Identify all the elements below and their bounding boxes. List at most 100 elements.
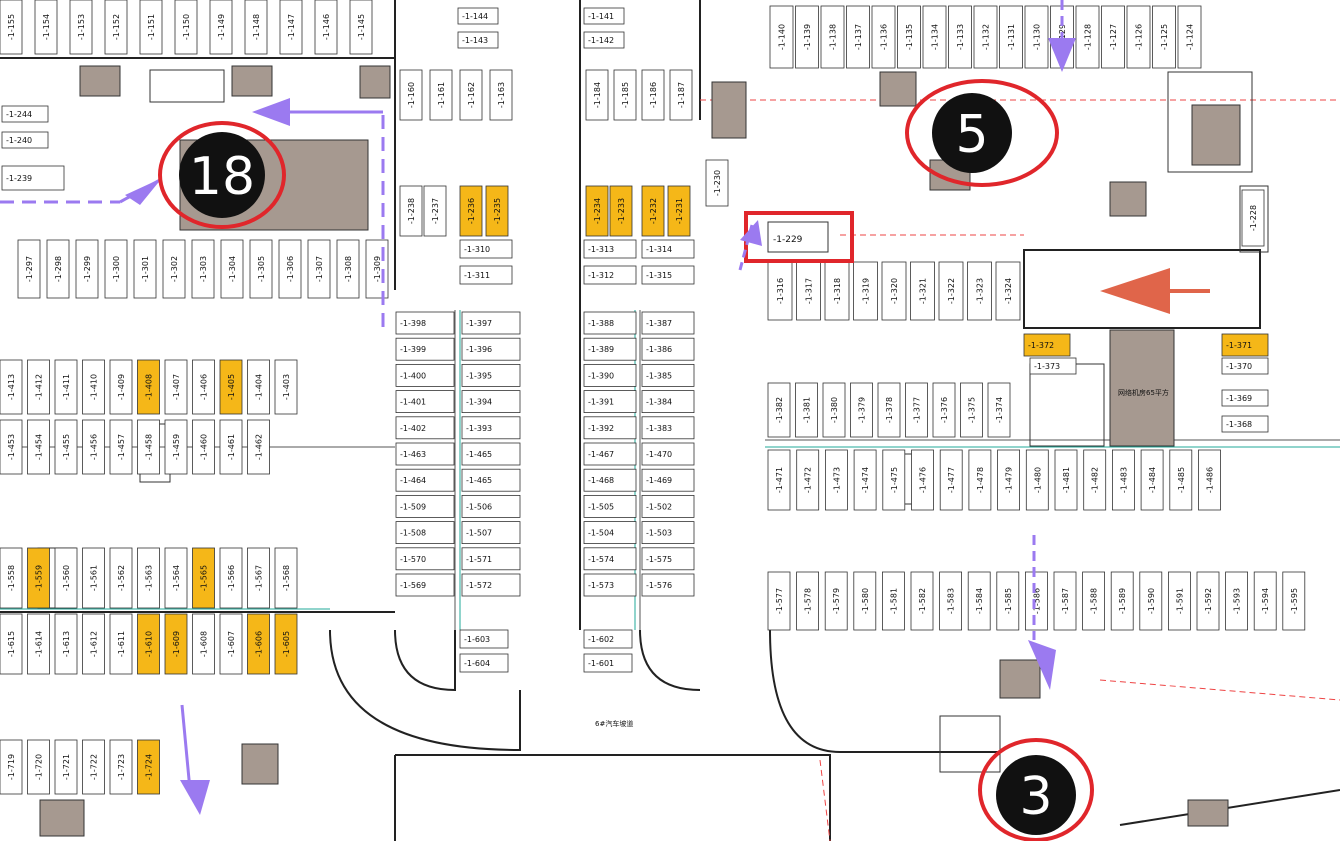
parking-stall[interactable]: -1-595 (1282, 571, 1306, 631)
parking-stall[interactable]: -1-385 (641, 363, 695, 387)
parking-stall[interactable]: -1-507 (461, 521, 521, 544)
parking-stall[interactable]: -1-567 (247, 547, 270, 609)
parking-stall[interactable]: -1-324 (995, 261, 1021, 321)
parking-stall[interactable]: -1-570 (395, 547, 455, 571)
parking-stall[interactable]: -1-305 (249, 239, 273, 299)
parking-stall[interactable]: -1-399 (395, 337, 455, 361)
parking-stall[interactable]: -1-386 (641, 337, 695, 361)
parking-stall[interactable]: -1-130 (1024, 5, 1049, 69)
parking-stall[interactable]: -1-134 (922, 5, 947, 69)
parking-stall[interactable]: -1-615 (0, 613, 23, 675)
parking-stall[interactable]: -1-317 (796, 261, 821, 321)
parking-stall[interactable]: -1-401 (395, 390, 455, 414)
parking-stall[interactable]: -1-509 (395, 494, 455, 518)
parking-stall[interactable]: -1-569 (395, 573, 455, 597)
marker-3[interactable]: 3 (978, 738, 1094, 841)
parking-stall[interactable]: -1-481 (1054, 449, 1078, 511)
parking-stall[interactable]: -1-582 (910, 571, 934, 631)
parking-stall[interactable]: -1-506 (461, 494, 521, 518)
parking-stall[interactable]: -1-503 (641, 521, 695, 544)
parking-stall[interactable]: -1-388 (583, 311, 637, 335)
parking-stall[interactable]: -1-322 (938, 261, 964, 321)
parking-stall[interactable]: -1-723 (109, 739, 133, 795)
parking-stall[interactable]: -1-239 (1, 165, 65, 191)
parking-stall[interactable]: -1-460 (192, 419, 215, 475)
parking-stall[interactable]: -1-319 (853, 261, 878, 321)
parking-stall[interactable]: -1-410 (82, 359, 105, 415)
parking-stall[interactable]: -1-155 (0, 0, 23, 55)
parking-stall[interactable]: -1-387 (641, 311, 695, 335)
parking-stall[interactable]: -1-463 (395, 442, 455, 466)
parking-stall[interactable]: -1-578 (796, 571, 819, 631)
parking-stall[interactable]: -1-566 (219, 547, 243, 609)
parking-stall[interactable]: -1-138 (820, 5, 845, 69)
parking-stall[interactable]: -1-143 (457, 31, 499, 49)
parking-stall[interactable]: -1-308 (336, 239, 360, 299)
parking-stall[interactable]: -1-186 (641, 69, 665, 121)
parking-stall[interactable]: -1-485 (1169, 449, 1193, 511)
parking-stall[interactable]: -1-323 (967, 261, 992, 321)
marker-18[interactable]: 18 (158, 121, 286, 229)
parking-stall[interactable]: -1-306 (278, 239, 302, 299)
parking-stall[interactable]: -1-502 (641, 494, 695, 518)
parking-stall[interactable]: -1-400 (395, 363, 455, 387)
parking-stall[interactable]: -1-307 (307, 239, 331, 299)
parking-stall[interactable]: -1-372 (1023, 333, 1071, 357)
parking-stall[interactable]: -1-609 (164, 613, 188, 675)
parking-stall[interactable]: -1-409 (109, 359, 133, 415)
parking-stall[interactable]: -1-472 (796, 449, 820, 511)
parking-stall[interactable]: -1-382 (767, 382, 791, 438)
parking-stall[interactable]: -1-370 (1221, 357, 1269, 375)
parking-stall[interactable]: -1-144 (457, 7, 499, 25)
parking-stall[interactable]: -1-572 (461, 573, 521, 597)
parking-stall[interactable]: -1-484 (1140, 449, 1164, 511)
parking-stall[interactable]: -1-610 (137, 613, 160, 675)
parking-stall[interactable]: -1-228 (1241, 189, 1265, 247)
parking-stall[interactable]: -1-505 (583, 494, 637, 518)
parking-stall[interactable]: -1-313 (583, 239, 637, 259)
parking-stall[interactable]: -1-467 (583, 442, 637, 466)
parking-stall[interactable]: -1-613 (54, 613, 78, 675)
parking-stall[interactable]: -1-574 (583, 547, 637, 571)
parking-stall[interactable]: -1-154 (34, 0, 58, 55)
parking-stall[interactable]: -1-504 (583, 521, 637, 544)
parking-stall[interactable]: -1-150 (174, 0, 198, 55)
parking-stall[interactable]: -1-559 (27, 547, 50, 609)
parking-stall[interactable]: -1-606 (247, 613, 270, 675)
parking-stall[interactable]: -1-136 (871, 5, 896, 69)
parking-stall[interactable]: -1-373 (1029, 357, 1077, 375)
parking-stall[interactable]: -1-376 (932, 382, 956, 438)
parking-stall[interactable]: -1-231 (667, 185, 691, 237)
parking-stall[interactable]: -1-591 (1168, 571, 1191, 631)
parking-stall[interactable]: -1-300 (104, 239, 128, 299)
parking-stall[interactable]: -1-584 (967, 571, 991, 631)
parking-stall[interactable]: -1-384 (641, 390, 695, 414)
parking-stall[interactable]: -1-235 (485, 185, 509, 237)
parking-stall[interactable]: -1-299 (75, 239, 99, 299)
parking-stall[interactable]: -1-607 (219, 613, 243, 675)
parking-stall[interactable]: -1-407 (164, 359, 188, 415)
parking-stall[interactable]: -1-302 (162, 239, 186, 299)
parking-stall[interactable]: -1-486 (1198, 449, 1221, 511)
parking-stall[interactable]: -1-477 (939, 449, 963, 511)
parking-stall[interactable]: -1-152 (104, 0, 128, 55)
parking-stall[interactable]: -1-470 (641, 442, 695, 466)
parking-stall[interactable]: -1-321 (910, 261, 935, 321)
parking-stall[interactable]: -1-378 (877, 382, 901, 438)
parking-stall[interactable]: -1-560 (54, 547, 78, 609)
parking-stall[interactable]: -1-379 (850, 382, 873, 438)
parking-stall[interactable]: -1-565 (192, 547, 215, 609)
parking-stall[interactable]: -1-406 (192, 359, 215, 415)
parking-stall[interactable]: -1-594 (1253, 571, 1277, 631)
parking-stall[interactable]: -1-611 (109, 613, 133, 675)
parking-stall[interactable]: -1-474 (853, 449, 877, 511)
parking-stall[interactable]: -1-403 (274, 359, 298, 415)
parking-stall[interactable]: -1-151 (139, 0, 163, 55)
parking-stall[interactable]: -1-374 (987, 382, 1011, 438)
parking-stall[interactable]: -1-476 (911, 449, 934, 511)
parking-stall[interactable]: -1-601 (583, 653, 633, 673)
parking-stall[interactable]: -1-309 (365, 239, 389, 299)
parking-stall[interactable]: -1-719 (0, 739, 23, 795)
parking-stall[interactable]: -1-369 (1221, 389, 1269, 407)
parking-stall[interactable]: -1-396 (461, 337, 521, 361)
